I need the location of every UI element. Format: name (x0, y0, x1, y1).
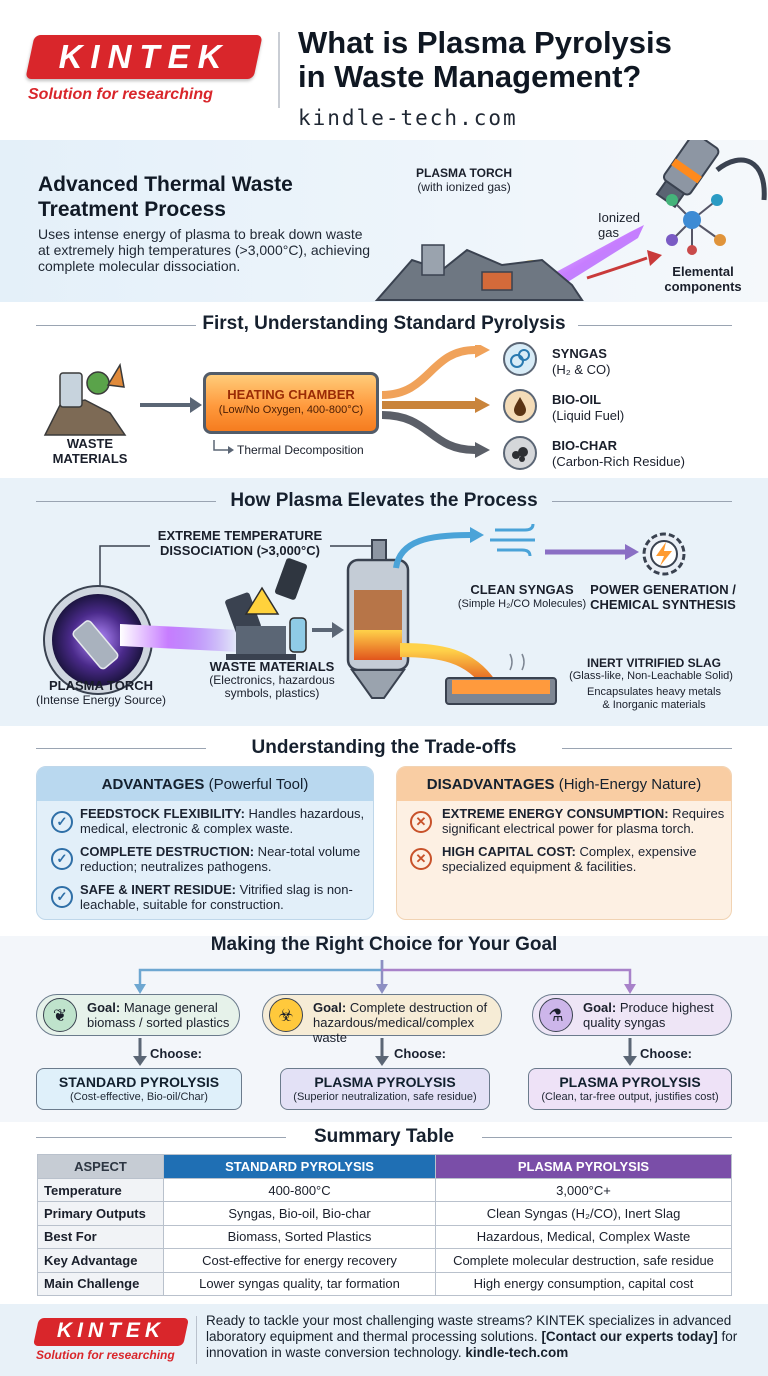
x-circle-icon: ✕ (410, 811, 432, 833)
power-generation-label: POWER GENERATION / CHEMICAL SYNTHESIS (590, 582, 736, 612)
goal-hazardous[interactable]: ☣ Goal: Complete destruction of hazardou… (262, 994, 502, 1045)
footer-divider (196, 1316, 197, 1364)
waste-materials-icon (43, 362, 127, 436)
plasma-diagram (43, 523, 686, 705)
clean-syngas-icon (490, 523, 535, 557)
clean-syngas-label: CLEAN SYNGAS (470, 582, 574, 597)
standard-section (0, 302, 768, 478)
plasma-torch-icon (43, 585, 153, 695)
header-divider (278, 32, 280, 108)
disadvantage-item: HIGH CAPITAL COST: Complex, expensive sp… (442, 844, 697, 874)
tradeoffs-title: Understanding the Trade-offs (251, 737, 517, 758)
standard-waste-label: WASTE MATERIALS (52, 436, 128, 466)
logo-text: KINTEK (58, 38, 230, 75)
hero-illustration (374, 140, 767, 301)
bio-char-sub: (Carbon-Rich Residue) (552, 454, 685, 469)
choice-title: Making the Right Choice for Your Goal (210, 934, 558, 955)
advantage-item: SAFE & INERT RESIDUE: Vitrified slag is … (80, 882, 353, 912)
summary-table: ASPECT STANDARD PYROLYSIS PLASMA PYROLYS… (37, 1154, 732, 1296)
flask-icon: ⚗ (539, 998, 573, 1032)
disadvantage-item: EXTREME ENERGY CONSUMPTION: Requires sig… (442, 806, 725, 836)
footer-logo-tagline: Solution for researching (36, 1348, 175, 1362)
syngas-icon (503, 342, 537, 376)
result-standard[interactable]: STANDARD PYROLYSIS (Cost-effective, Bio-… (36, 1068, 242, 1110)
power-gear-icon (642, 532, 686, 576)
thermal-decomposition-label: Thermal Decomposition (237, 443, 364, 457)
plasma-torch-sub: (Intense Energy Source) (35, 693, 167, 707)
elemental-components-label: Elemental components (664, 264, 742, 294)
choose-label: Choose: (150, 1046, 202, 1061)
x-circle-icon: ✕ (410, 848, 432, 870)
hero-torch-label: PLASMA TORCH (416, 166, 512, 180)
syngas-label: SYNGAS (552, 346, 607, 361)
slag-note: Encapsulates heavy metals & Inorganic ma… (587, 686, 721, 711)
standard-diagram (43, 345, 490, 458)
plasma-torch-label: PLASMA TORCH (49, 678, 153, 693)
result-plasma-syngas[interactable]: PLASMA PYROLYSIS (Clean, tar-free output… (528, 1068, 732, 1110)
page-title: What is Plasma Pyrolysis in Waste Manage… (298, 25, 672, 94)
choice-flow-lines (133, 960, 637, 1066)
heating-chamber: HEATING CHAMBER (Low/No Oxygen, 400-800°… (203, 372, 379, 434)
contact-link[interactable]: [Contact our experts today] (541, 1329, 718, 1344)
hero-title: Advanced Thermal Waste Treatment Process (38, 173, 293, 221)
bio-oil-sub: (Liquid Fuel) (552, 408, 625, 423)
hero-description: Uses intense energy of plasma to break d… (38, 226, 371, 274)
goal-standard[interactable]: ❦ Goal: Manage general biomass / sorted … (36, 994, 240, 1036)
clean-syngas-sub: (Simple H₂/CO Molecules) (457, 598, 587, 610)
table-row: Main Challenge Lower syngas quality, tar… (37, 1271, 732, 1296)
bio-char-label: BIO-CHAR (552, 438, 617, 453)
table-header-row: ASPECT STANDARD PYROLYSIS PLASMA PYROLYS… (37, 1154, 732, 1179)
reactor-vessel-icon (346, 539, 410, 699)
bio-char-icon (503, 436, 537, 470)
footer-text: Ready to tackle your most challenging wa… (206, 1313, 738, 1360)
check-icon: ✓ (51, 886, 73, 908)
check-icon: ✓ (51, 811, 73, 833)
chamber-title: HEATING CHAMBER (227, 387, 355, 402)
slag-sub: (Glass-like, Non-Leachable Solid) (569, 670, 733, 682)
choose-label: Choose: (640, 1046, 692, 1061)
result-plasma-hazardous[interactable]: PLASMA PYROLYSIS (Superior neutralizatio… (280, 1068, 490, 1110)
footer-site-link[interactable]: kindle-tech.com (465, 1345, 569, 1360)
hero-torch-icon (655, 140, 720, 209)
plasma-title: How Plasma Elevates the Process (230, 490, 538, 511)
logo-tagline: Solution for researching (28, 86, 213, 103)
syngas-sub: (H₂ & CO) (552, 362, 611, 377)
chamber-sub: (Low/No Oxygen, 400-800°C) (218, 404, 364, 416)
bio-oil-label: BIO-OIL (552, 392, 602, 407)
footer-logo-text: KINTEK (56, 1319, 166, 1342)
slag-tray-icon (445, 653, 557, 705)
table-row: Primary Outputs Syngas, Bio-oil, Bio-cha… (37, 1201, 732, 1226)
torch-hose (715, 157, 767, 201)
leaf-icon: ❦ (43, 998, 77, 1032)
extreme-temperature-label: EXTREME TEMPERATURE DISSOCIATION (>3,000… (157, 528, 323, 558)
table-row: Key Advantage Cost-effective for energy … (37, 1248, 732, 1273)
check-icon: ✓ (51, 848, 73, 870)
standard-title: First, Understanding Standard Pyrolysis (202, 313, 566, 334)
plasma-waste-sub: (Electronics, hazardous symbols, plastic… (209, 673, 335, 700)
disadvantages-box: DISADVANTAGES (High-Energy Nature) (396, 766, 732, 920)
slag-label: INERT VITRIFIED SLAG (586, 656, 721, 670)
choose-label: Choose: (394, 1046, 446, 1061)
advantages-box: ADVANTAGES (Powerful Tool) (36, 766, 374, 920)
summary-title: Summary Table (313, 1126, 455, 1147)
disadvantages-header: DISADVANTAGES (High-Energy Nature) (397, 767, 731, 801)
biohazard-icon: ☣ (269, 998, 303, 1032)
plasma-waste-label: WASTE MATERIALS (209, 659, 335, 674)
goal-syngas[interactable]: ⚗ Goal: Produce highest quality syngas (532, 994, 732, 1036)
waste-pile (374, 248, 584, 301)
table-row: Temperature 400-800°C 3,000°C+ (37, 1177, 732, 1203)
advantage-item: COMPLETE DESTRUCTION: Near-total volume … (80, 844, 361, 874)
hero-section (0, 140, 768, 302)
ionized-gas-label: Ionized gas (598, 210, 640, 240)
molecule-icon (666, 194, 726, 255)
bio-oil-icon (503, 389, 537, 423)
hero-torch-sub: (with ionized gas) (417, 180, 511, 194)
plasma-beam-2 (120, 624, 240, 652)
advantages-header: ADVANTAGES (Powerful Tool) (37, 767, 373, 801)
table-row: Best For Biomass, Sorted Plastics Hazard… (37, 1224, 732, 1250)
waste-electronics-icon (225, 558, 307, 660)
advantage-item: FEEDSTOCK FLEXIBILITY: Handles hazardous… (80, 806, 365, 836)
site-url[interactable]: kindle-tech.com (298, 106, 518, 130)
